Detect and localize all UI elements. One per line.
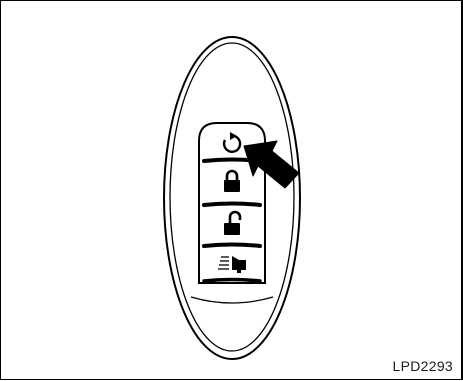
figure-code: LPD2293 [393, 359, 453, 373]
button-separator [204, 204, 260, 206]
button-separator [204, 245, 260, 247]
button-separator [204, 280, 260, 282]
